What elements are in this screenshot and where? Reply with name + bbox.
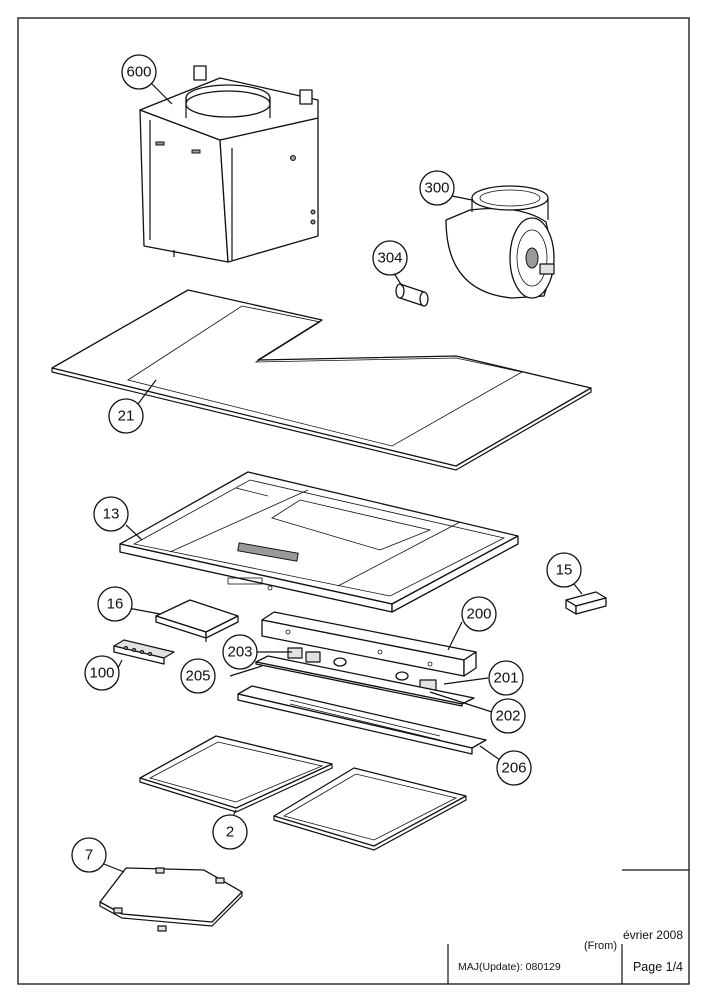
part-300-blower <box>445 185 555 299</box>
callout-304: 304 <box>372 240 408 276</box>
leader-lines <box>103 83 583 873</box>
footer-update: MAJ(Update): 080129 <box>458 961 561 973</box>
part-13-frame <box>119 471 519 613</box>
callout-label: 13 <box>103 506 120 523</box>
callout-200: 200 <box>461 596 497 632</box>
callout-label: 600 <box>126 64 151 81</box>
callout-label: 200 <box>466 606 491 623</box>
callout-2: 2 <box>212 814 248 850</box>
callout-label: 304 <box>377 250 402 267</box>
callout-203: 203 <box>222 634 258 670</box>
callout-7: 7 <box>71 837 107 873</box>
callout-21: 21 <box>108 398 144 434</box>
callout-label: 16 <box>107 596 124 613</box>
callout-label: 202 <box>495 708 520 725</box>
part-7-carbon-filter <box>99 867 243 932</box>
part-21-glass <box>51 289 592 471</box>
callout-600: 600 <box>121 54 157 90</box>
part-206-cover <box>237 685 487 755</box>
callout-13: 13 <box>93 496 129 532</box>
callout-label: 300 <box>424 180 449 197</box>
part-100-controls <box>113 639 175 665</box>
callout-label: 206 <box>501 760 526 777</box>
title-block: évrier 2008 (From) MAJ(Update): 080129 P… <box>447 869 689 984</box>
callout-15: 15 <box>546 552 582 588</box>
part-205-strip <box>255 655 475 707</box>
callout-label: 2 <box>226 824 234 841</box>
part-2-filter-right <box>273 767 467 851</box>
callout-300: 300 <box>419 170 455 206</box>
callout-206: 206 <box>496 750 532 786</box>
callout-label: 201 <box>493 670 518 687</box>
part-200-box <box>261 611 477 677</box>
part-203-lamps <box>287 647 347 667</box>
callout-label: 205 <box>185 668 210 685</box>
part-304-capacitor <box>395 283 429 307</box>
callout-202: 202 <box>490 698 526 734</box>
callout-label: 15 <box>556 562 573 579</box>
callout-100: 100 <box>84 655 120 691</box>
footer-date: évrier 2008 <box>623 928 683 942</box>
part-2-filter-left <box>139 735 333 813</box>
footer-from: (From) <box>584 940 617 952</box>
part-15-block <box>565 591 607 615</box>
footer-page: Page 1/4 <box>633 960 683 974</box>
callout-label: 100 <box>89 665 114 682</box>
callout-label: 7 <box>85 847 93 864</box>
callout-201: 201 <box>488 660 524 696</box>
part-16-bracket <box>155 599 239 642</box>
callout-205: 205 <box>180 658 216 694</box>
callout-16: 16 <box>97 586 133 622</box>
callout-label: 21 <box>118 408 135 425</box>
part-600-housing <box>139 65 319 263</box>
page-border <box>17 17 690 985</box>
callout-label: 203 <box>227 644 252 661</box>
